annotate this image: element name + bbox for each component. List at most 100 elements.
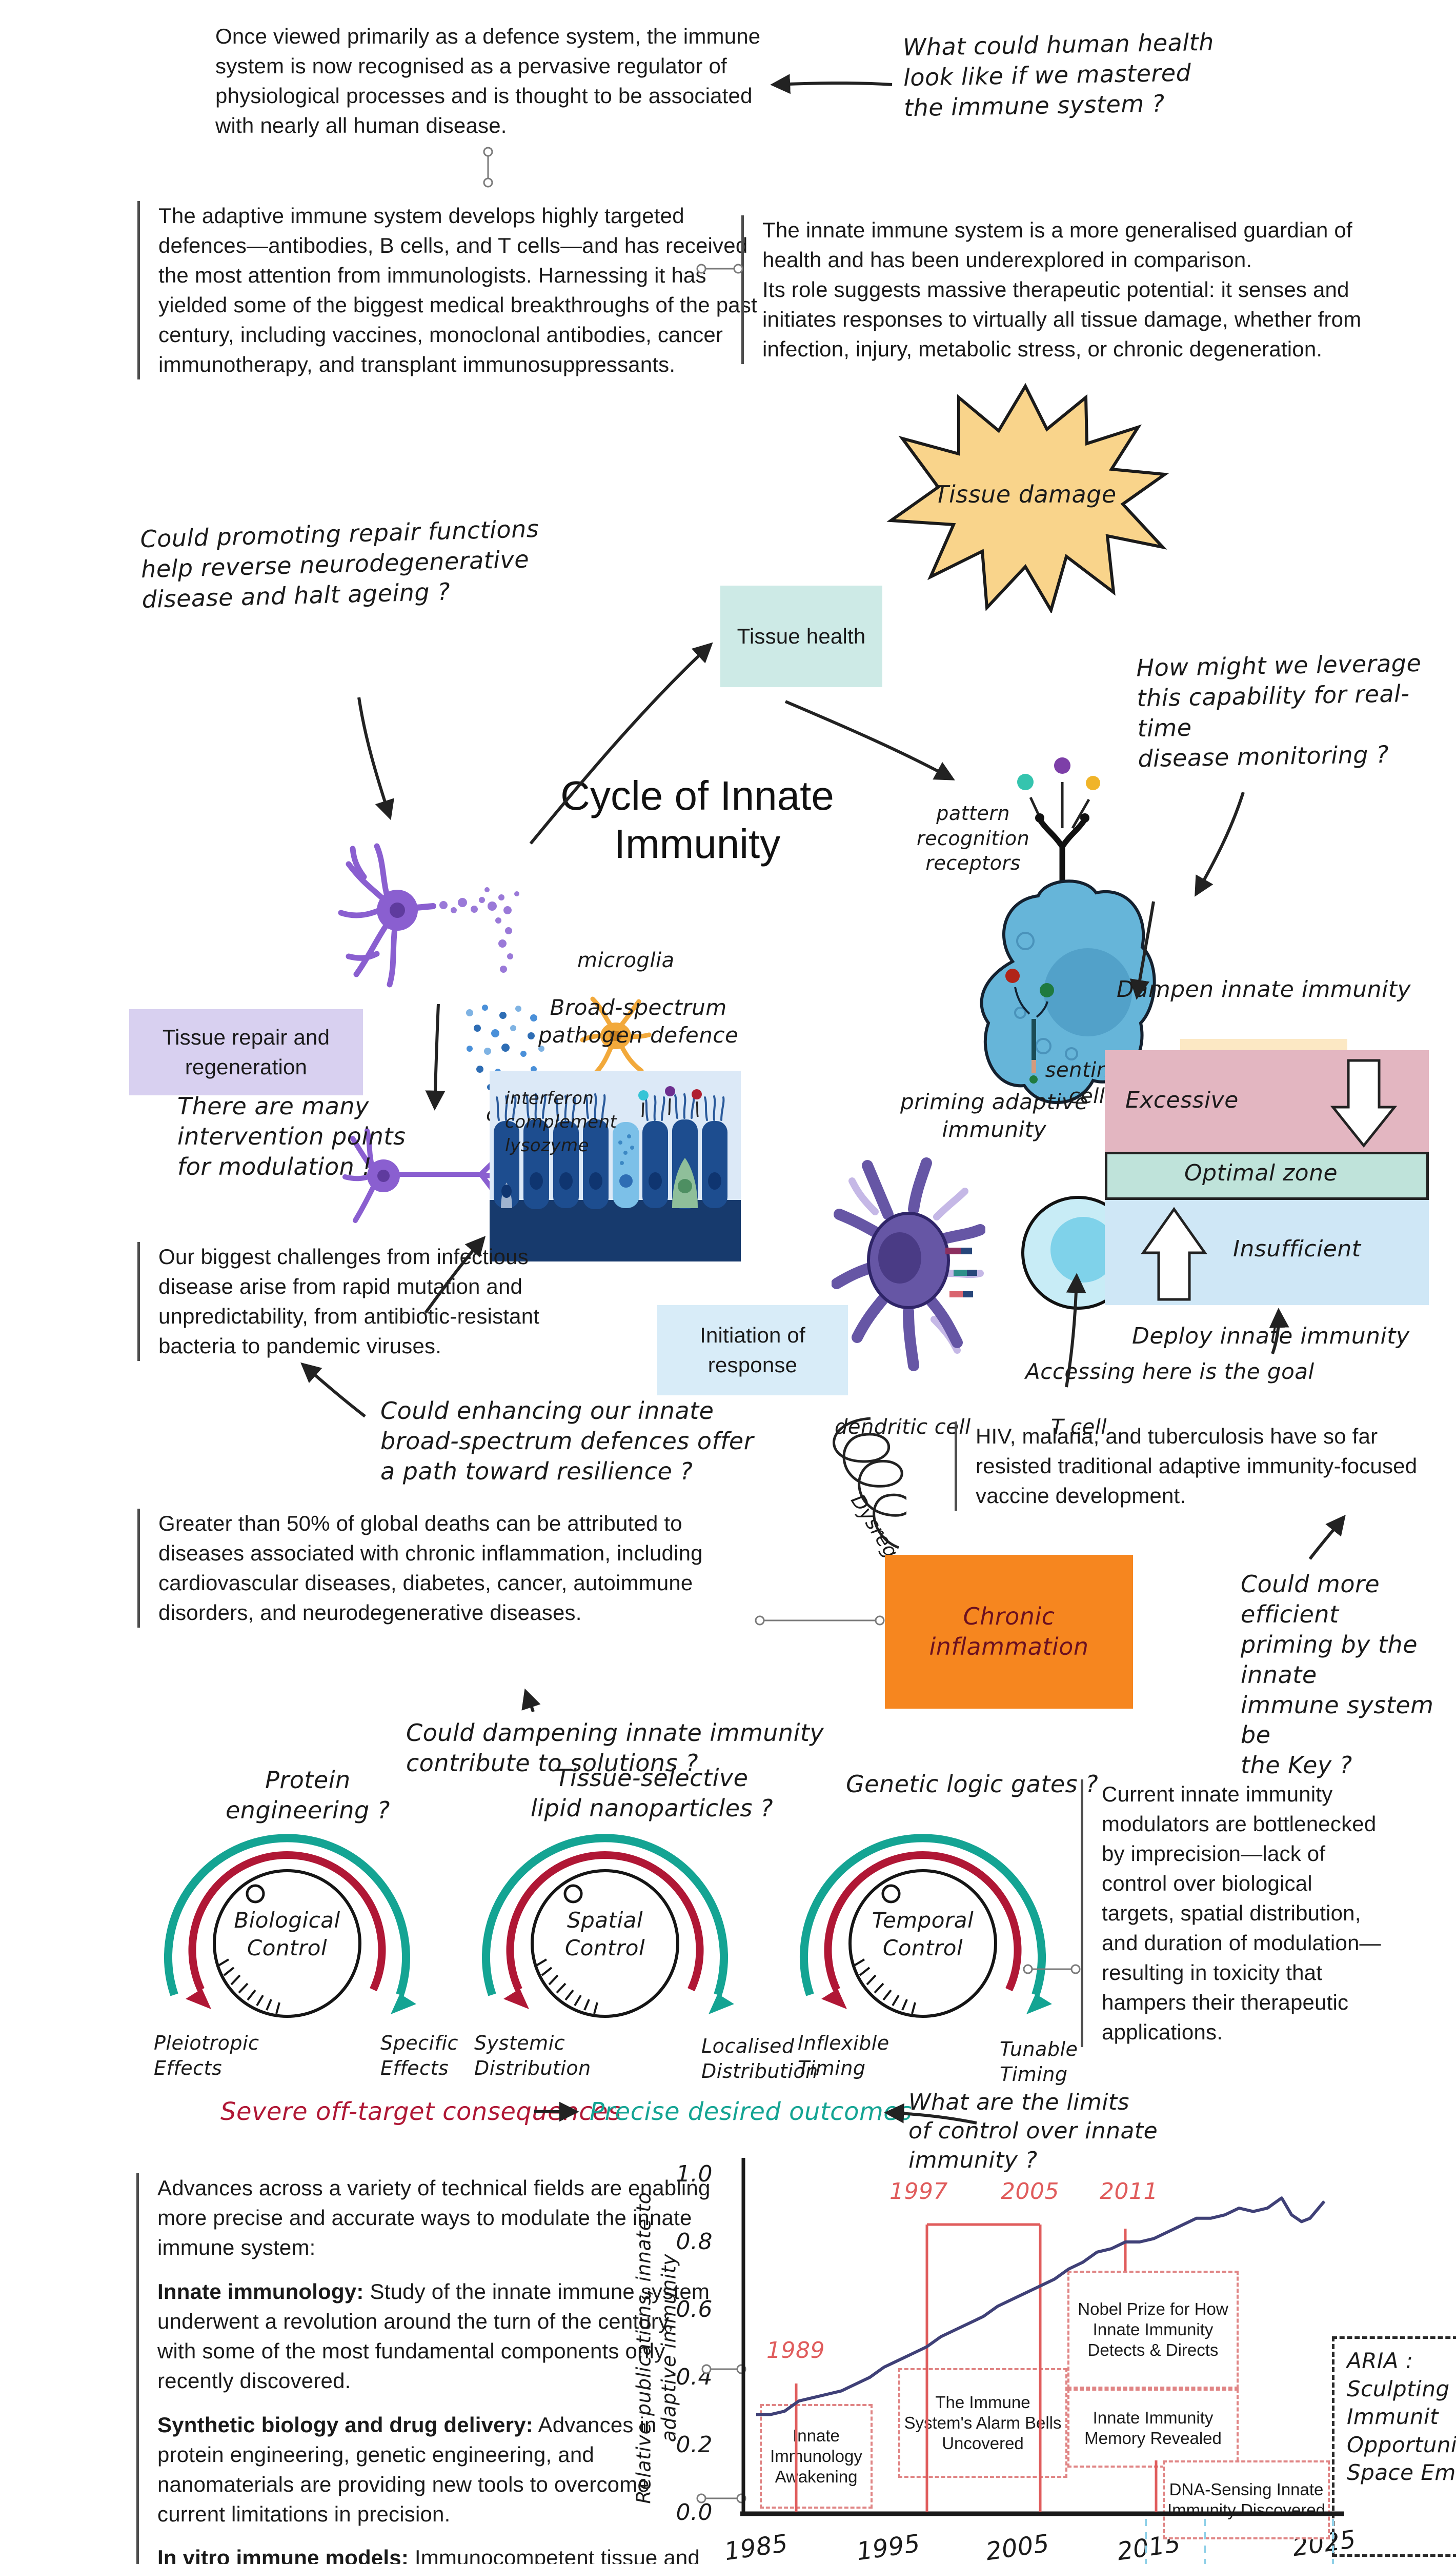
question-monitoring: How might we leverage this capability fo… — [1136, 649, 1422, 773]
y-tick-1.0: 1.0 — [676, 2161, 713, 2187]
adaptive-immunity-paragraph: The adaptive immune system develops high… — [137, 201, 758, 379]
knob-temporal-label: Temporal Control — [872, 1908, 974, 1960]
y-tick-0.0: 0.0 — [676, 2499, 713, 2526]
sentinel-nucleus — [1044, 948, 1132, 1036]
y-tick-0.8: 0.8 — [676, 2229, 713, 2255]
tissue-health-label: Tissue health — [737, 624, 866, 649]
question-protein-engineering: Protein engineering ? — [226, 1766, 390, 1824]
event-alarm-bells: The Immune System's Alarm Bells Uncovere… — [898, 2368, 1067, 2478]
signal-red-dot — [1005, 969, 1020, 983]
pleiotropic-effects-label: Pleiotropic Effects — [154, 2032, 259, 2079]
chart-y-axis-title: Relative publications, innate to adaptiv… — [632, 2192, 680, 2504]
advances-column: Advances across a variety of technical f… — [136, 2173, 711, 2564]
knob-spatial-label: Spatial Control — [564, 1908, 645, 1960]
event-memory-revealed: Innate Immunity Memory Revealed — [1067, 2389, 1239, 2468]
tissue-health-box: Tissue health — [720, 586, 882, 687]
advances-item-lead: In vitro immune models: — [157, 2546, 409, 2564]
hiv-paragraph: HIV, malaria, and tuberculosis have so f… — [955, 1421, 1437, 1511]
knob-biological — [144, 1795, 431, 2036]
pattern-recognition-label: pattern recognition receptors — [917, 802, 1030, 875]
question-dampening: Could dampening innate immunity contribu… — [406, 1719, 824, 1777]
epithelial-cells — [494, 1093, 727, 1209]
damp-signal-purple-icon — [1054, 757, 1070, 774]
advances-item: Synthetic biology and drug delivery: Adv… — [157, 2410, 711, 2529]
y-tick-0.6: 0.6 — [676, 2296, 713, 2322]
advances-item: Innate immunology: Study of the innate i… — [157, 2277, 711, 2396]
event-label: Nobel Prize for How Innate Immunity Dete… — [1078, 2299, 1228, 2360]
question-genetic-logic-gates: Genetic logic gates ? — [846, 1770, 1099, 1798]
chronic-inflammation-label: Chronic inflammation — [929, 1602, 1089, 1660]
mhc-tcr-pairs — [945, 1248, 977, 1297]
dendritic-cell-graphic — [832, 1143, 985, 1391]
microglia-graphic — [577, 989, 654, 1081]
question-limits: What are the limits of control over inna… — [908, 2089, 1158, 2173]
advances-item-text: Advances in protein engineering, genetic… — [157, 2412, 657, 2526]
advances-item-text: Immunocompetent tissue and organoid mode… — [414, 2546, 700, 2564]
microglia-label: microglia — [577, 949, 675, 972]
event-label: Innate Immunology Awakening — [770, 2426, 862, 2487]
knob-temporal — [779, 1795, 1066, 2036]
event-label: The Immune System's Alarm Bells Uncovere… — [904, 2392, 1062, 2453]
question-repair-functions: Could promoting repair functions help re… — [139, 514, 539, 613]
zone-diagram: Excessive Optimal zone Insufficient — [1105, 1050, 1429, 1307]
severe-consequences-label: Severe off-target consequences — [220, 2097, 621, 2126]
advances-intro: Advances across a variety of technical f… — [157, 2176, 711, 2259]
event-dna-sensing: DNA-Sensing Innate Immunity Discovered — [1163, 2460, 1330, 2539]
tissue-damage-label: Tissue damage — [934, 480, 1117, 508]
dysregulation-spiral — [794, 1414, 906, 1568]
dendritic-cell-label: dendritic cell — [835, 1415, 971, 1439]
tissue-damage-star — [882, 382, 1169, 613]
initiation-label: Initiation of response — [700, 1323, 805, 1377]
deploy-arrow-icon — [1141, 1207, 1207, 1301]
damp-signal-teal-icon — [1017, 774, 1034, 790]
degenerating-neuron-graphic — [328, 828, 533, 1003]
event-nobel-detects-directs: Nobel Prize for How Innate Immunity Dete… — [1067, 2271, 1239, 2389]
deaths-paragraph: Greater than 50% of global deaths can be… — [137, 1509, 748, 1628]
chronic-inflammation-box: Chronic inflammation — [885, 1555, 1133, 1709]
precise-outcomes-label: Precise desired outcomes — [590, 2097, 912, 2126]
tissue-repair-box: Tissue repair and regeneration — [129, 1009, 363, 1095]
event-innate-awakening: Innate Immunology Awakening — [760, 2404, 873, 2509]
bottleneck-paragraph: Current innate immunity modulators are b… — [1081, 1779, 1389, 2047]
cycle-title: Cycle of Innate Immunity — [560, 773, 834, 867]
challenges-paragraph: Our biggest challenges from infectious d… — [137, 1242, 574, 1361]
intervention-note: There are many intervention points for m… — [177, 1092, 406, 1180]
innate-immunity-paragraph: The innate immune system is a more gener… — [741, 215, 1398, 364]
x-tick-1985: 1985 — [722, 2529, 790, 2564]
tissue-repair-label: Tissue repair and regeneration — [162, 1025, 330, 1079]
y-tick-0.4: 0.4 — [676, 2364, 713, 2390]
localised-distribution-label: Localised Distribution — [701, 2035, 818, 2082]
red-year-2005: 2005 — [1001, 2178, 1059, 2205]
zone-optimal — [1105, 1152, 1429, 1200]
deploy-label: Deploy innate immunity — [1132, 1323, 1410, 1349]
question-enhancing: Could enhancing our innate broad-spectru… — [380, 1397, 754, 1485]
tunable-timing-label: Tunable Timing — [1000, 2038, 1078, 2086]
red-year-1997: 1997 — [889, 2178, 948, 2205]
question-master-immune-system: What could human health look like if we … — [902, 28, 1215, 122]
dampen-arrow-icon — [1330, 1059, 1397, 1148]
optimal-label: Optimal zone — [1184, 1160, 1338, 1186]
event-label: Innate Immunity Memory Revealed — [1084, 2408, 1222, 2448]
knob-biological-label: Biological Control — [234, 1908, 340, 1960]
signal-green-dot — [1040, 983, 1054, 997]
excessive-label: Excessive — [1125, 1087, 1239, 1113]
sentinel-cell-graphic — [964, 746, 1159, 1141]
systemic-distribution-label: Systemic Distribution — [474, 2032, 591, 2079]
y-tick-0.2: 0.2 — [676, 2432, 713, 2458]
receptor-icon — [1038, 818, 1087, 887]
priming-label: priming adaptive immunity — [900, 1089, 1088, 1142]
specific-effects-label: Specific Effects — [380, 2032, 458, 2079]
event-label: DNA-Sensing Innate Immunity Discovered — [1167, 2479, 1326, 2519]
dampen-label: Dampen innate immunity — [1117, 976, 1411, 1003]
inflexible-timing-label: Inflexible Timing — [798, 2032, 889, 2079]
initiation-box: Initiation of response — [657, 1305, 848, 1395]
knob-spatial — [461, 1795, 749, 2036]
red-year-1989: 1989 — [766, 2337, 825, 2363]
advances-item-lead: Innate immunology: — [157, 2279, 364, 2303]
x-tick-2005: 2005 — [984, 2529, 1051, 2564]
advances-item-lead: Synthetic biology and drug delivery: — [157, 2412, 533, 2437]
advances-item: In vitro immune models: Immunocompetent … — [157, 2543, 711, 2564]
question-priming: Could more efficient priming by the inna… — [1241, 1570, 1434, 1779]
epithelium-graphic — [490, 1071, 741, 1261]
